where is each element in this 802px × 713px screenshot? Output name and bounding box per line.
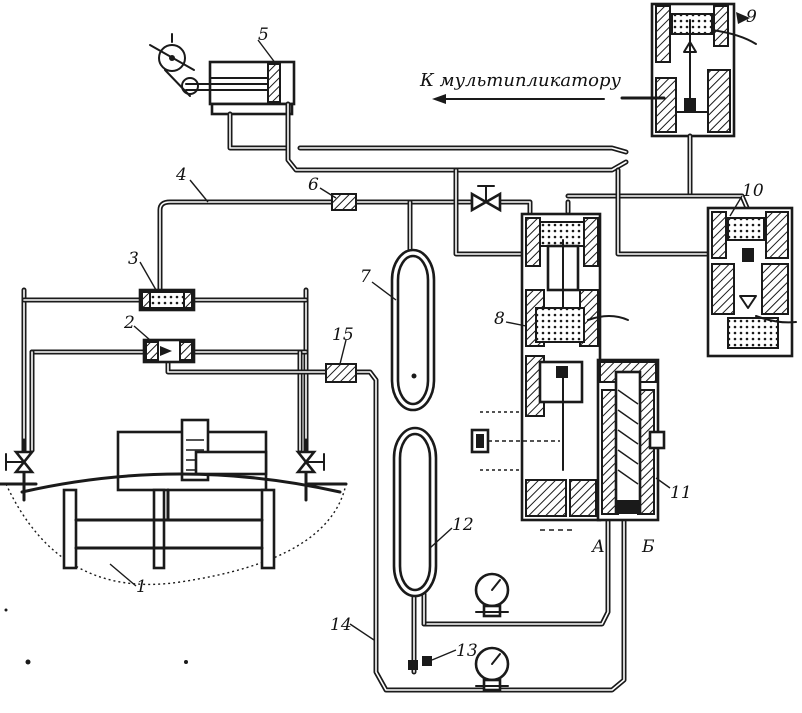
label-9: 9: [746, 7, 757, 27]
label-3: 3: [128, 249, 139, 269]
block-11: [596, 358, 666, 522]
speck: [184, 660, 188, 664]
label-4: 4: [175, 165, 187, 185]
speck: [4, 608, 8, 612]
label-12: 12: [452, 515, 474, 535]
label-8: 8: [494, 309, 505, 329]
left-valve: [5, 450, 35, 474]
machine-body-1: [0, 418, 348, 586]
receiver-7: [390, 248, 436, 412]
right-valve: [295, 450, 325, 474]
label-a: А: [591, 537, 605, 557]
label-b: Б: [641, 537, 655, 557]
valve-9: [620, 2, 757, 138]
multiplier-caption: К мультипликатору: [419, 70, 621, 91]
callout-labels: 1 2 3 4 5 6 7 8 9 10 11 12 13 14 15 А Б: [123, 7, 764, 661]
stop-valve: [470, 185, 502, 213]
leader-lines: [109, 39, 743, 661]
label-13: 13: [456, 641, 478, 661]
label-7: 7: [360, 267, 371, 287]
label-11: 11: [670, 483, 692, 503]
junction-13: [408, 656, 432, 670]
valve-block-8: [470, 212, 629, 531]
multiplier-arrow: К мультипликатору: [419, 70, 621, 104]
speck: [25, 659, 31, 665]
pressure-gauge-upper: [474, 572, 510, 618]
pipework: [21, 101, 751, 693]
restrictor-6: [331, 193, 357, 211]
pressure-gauge-lower: [474, 646, 510, 692]
label-14: 14: [330, 615, 352, 635]
filter-3: [138, 288, 196, 312]
label-2: 2: [123, 313, 135, 333]
check-valve-2: [142, 338, 196, 364]
label-15: 15: [332, 325, 354, 345]
label-1: 1: [136, 577, 147, 597]
label-6: 6: [308, 175, 319, 195]
actuator-cylinder-5: [149, 33, 296, 116]
label-5: 5: [258, 25, 269, 45]
valve-10: [706, 206, 797, 358]
receiver-12: [392, 426, 438, 598]
filter-15: [325, 363, 357, 383]
label-10: 10: [742, 181, 764, 201]
